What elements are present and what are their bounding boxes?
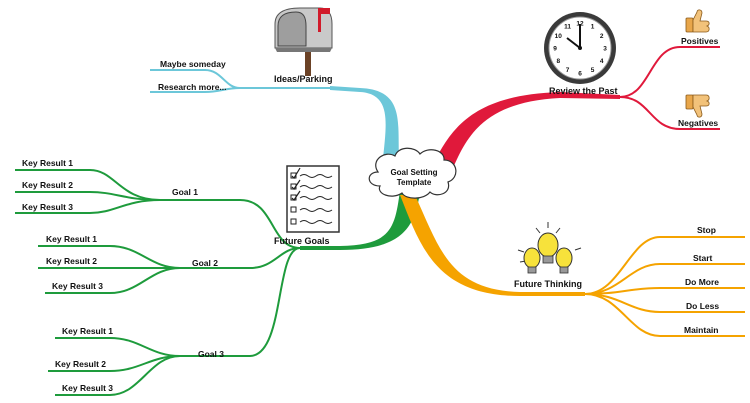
goal-1-key-result-2: Key Result 2 [22, 180, 73, 190]
future-goals-sub-branches [15, 169, 301, 396]
goal-2-key-result-2: Key Result 2 [46, 256, 97, 266]
clock-numeral: 12 [576, 20, 584, 27]
clock-numeral: 2 [600, 33, 604, 40]
review-sub-branches [619, 46, 720, 130]
clock-numeral: 7 [566, 67, 570, 74]
center-title-line-2: Template [397, 178, 432, 187]
future-thinking-item-stop: Stop [697, 225, 716, 235]
future-goals-label: Future Goals [274, 236, 330, 246]
goal-2-label: Goal 2 [192, 258, 218, 268]
review-main-branch [430, 92, 620, 175]
future-thinking-main-branch [400, 195, 585, 296]
future-thinking-item-do-less: Do Less [686, 301, 719, 311]
review-item-positives: Positives [681, 36, 719, 46]
clock-numeral: 9 [553, 45, 557, 52]
goal-2-key-result-3: Key Result 3 [52, 281, 103, 291]
ideas-item-research: Research more... [158, 82, 227, 92]
center-title-line-1: Goal Setting [390, 168, 437, 177]
goal-3-key-result-2: Key Result 2 [55, 359, 106, 369]
ideas-item-maybe: Maybe someday [160, 59, 226, 69]
goal-1-label: Goal 1 [172, 187, 198, 197]
clock-numeral: 3 [603, 45, 607, 52]
goal-1-key-result-3: Key Result 3 [22, 202, 73, 212]
thumbs-down-icon [685, 94, 710, 118]
clock-numeral: 10 [555, 33, 563, 40]
ideas-sub-branches [150, 69, 331, 93]
clock-numeral: 4 [600, 58, 604, 65]
goal-3-label: Goal 3 [198, 349, 224, 359]
light-bulbs-icon [517, 222, 582, 274]
future-thinking-sub-branches [584, 236, 745, 337]
review-label: Review the Past [549, 86, 618, 96]
clock-numeral: 1 [591, 24, 595, 31]
center-cloud [368, 147, 457, 199]
future-thinking-item-do-more: Do More [685, 277, 719, 287]
mailbox-icon [274, 7, 333, 76]
ideas-label: Ideas/Parking [274, 74, 333, 84]
clock-numeral: 5 [591, 67, 595, 74]
future-goals-main-branch [300, 190, 420, 250]
checklist-icon [286, 165, 340, 233]
review-item-negatives: Negatives [678, 118, 718, 128]
clock-numeral: 6 [578, 70, 582, 77]
future-thinking-item-start: Start [693, 253, 713, 263]
goal-3-key-result-1: Key Result 1 [62, 326, 113, 336]
thumbs-up-icon [685, 9, 710, 33]
goal-3-key-result-3: Key Result 3 [62, 383, 113, 393]
clock-numeral: 11 [564, 24, 571, 31]
goal-2-key-result-1: Key Result 1 [46, 234, 97, 244]
future-thinking-label: Future Thinking [514, 279, 582, 289]
clock-numeral: 8 [556, 58, 560, 65]
future-thinking-item-maintain: Maintain [684, 325, 718, 335]
goal-1-key-result-1: Key Result 1 [22, 158, 73, 168]
